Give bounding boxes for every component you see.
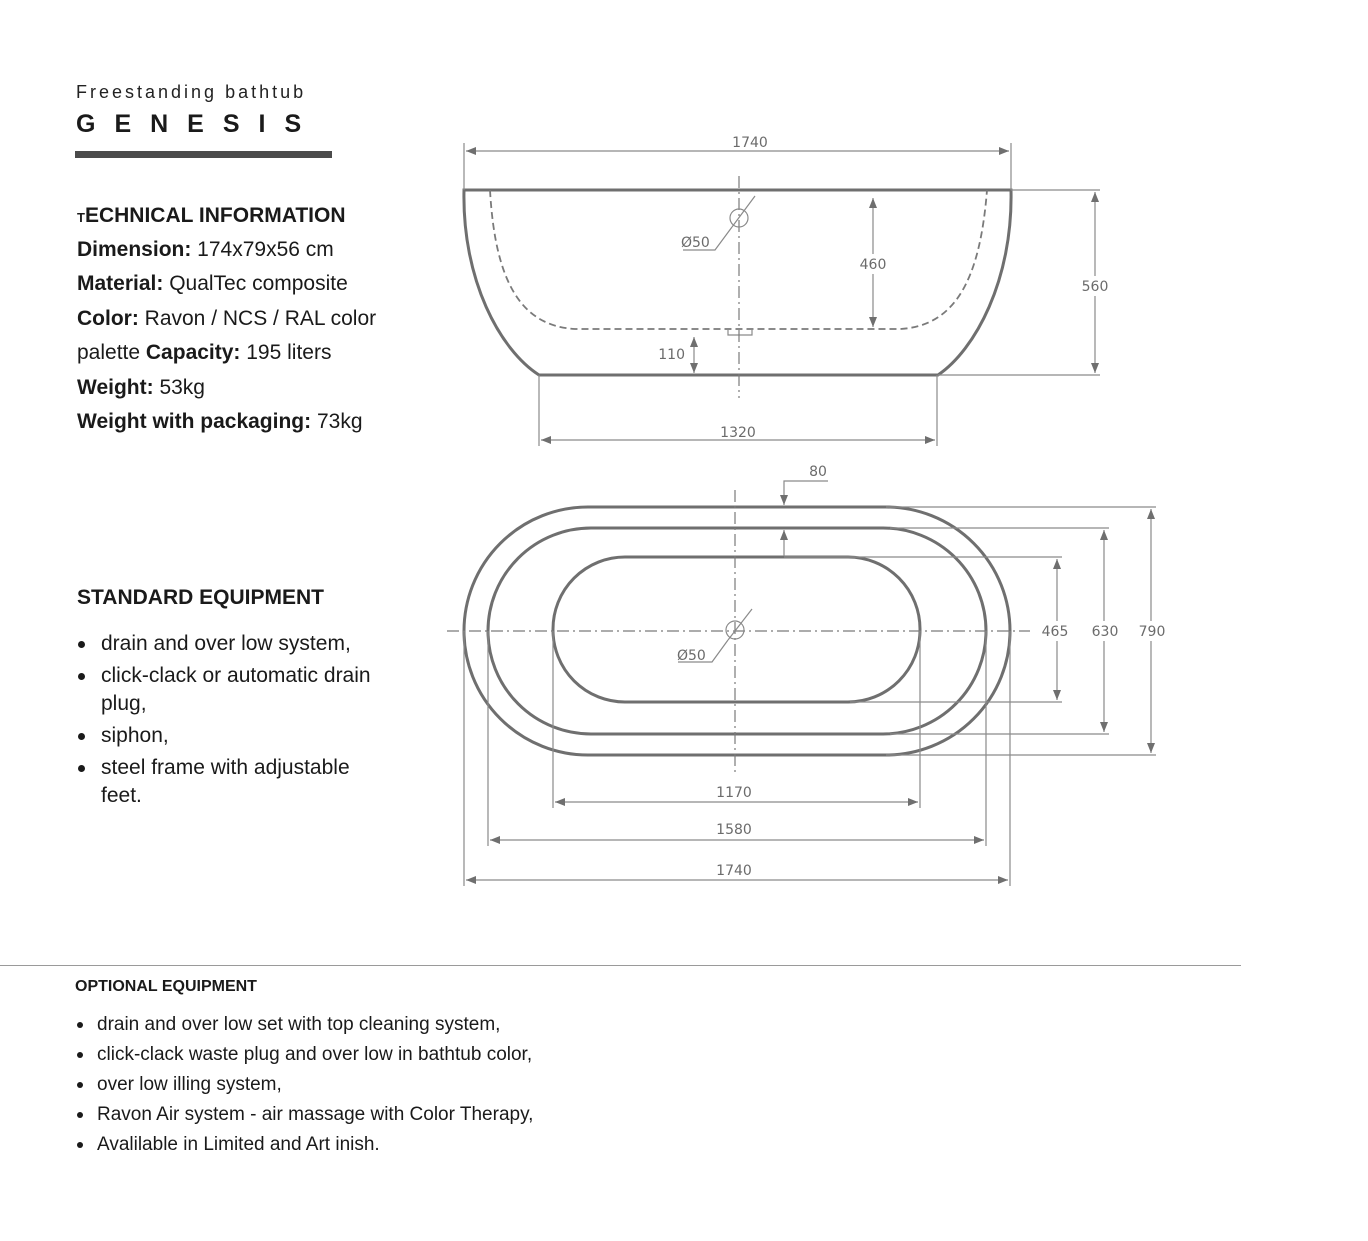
technical-drawing: Ø50 1740 1320 460 560 110 Ø50 <box>447 135 1173 886</box>
top-view-outer-width-bg <box>1131 621 1173 641</box>
standard-equipment: STANDARD EQUIPMENT drain and over low sy… <box>77 584 377 814</box>
optional-equipment: OPTIONAL EQUIPMENT drain and over low se… <box>75 976 775 1160</box>
side-view-inner-depth-bg <box>852 254 896 274</box>
list-item: over low illing system, <box>75 1070 775 1100</box>
top-view: Ø50 80 1170 1580 1740 465 630 790 <box>447 464 1173 886</box>
product-name: GENESIS <box>76 110 321 138</box>
side-view-inner-depth-label: 460 <box>860 257 887 273</box>
weight-value: 53kg <box>153 375 205 399</box>
top-view-mid-width-label: 630 <box>1092 624 1119 640</box>
weight-row: Weight: 53kg <box>77 371 377 405</box>
list-item: steel frame with adjustable feet. <box>77 754 377 810</box>
top-view-drain-leader-base <box>678 639 729 663</box>
top-view-mid-length-label: 1580 <box>716 822 752 838</box>
list-item: Avalilable in Limited and Art inish. <box>75 1130 775 1160</box>
technical-heading-initial: T <box>77 210 85 225</box>
list-item: drain and over low set with top cleaning… <box>75 1010 775 1040</box>
top-view-inner-width-label: 465 <box>1042 624 1069 640</box>
side-view-base-width-label: 1320 <box>720 425 756 441</box>
weight-packaging-value: 73kg <box>311 410 363 434</box>
top-view-rim-leader <box>780 480 828 505</box>
top-view-drain-leader <box>727 608 753 641</box>
top-view-drain-circle <box>725 620 745 640</box>
product-subtitle: Freestanding bathtub <box>76 82 307 102</box>
list-item: click-clack waste plug and over low in b… <box>75 1040 775 1070</box>
side-view-height-bg <box>1074 276 1118 296</box>
list-item: drain and over low system, <box>77 630 377 658</box>
top-view-inner-length-label: 1170 <box>716 785 752 801</box>
dimension-row: Dimension: 174x79x56 cm <box>77 233 377 267</box>
technical-heading-text: ECHNICAL INFORMATION <box>84 204 346 227</box>
weight-packaging-label: Weight with packaging: <box>77 410 312 434</box>
color-value: Ravon / NCS / RAL color palette <box>77 306 377 365</box>
list-item: siphon, <box>77 722 377 750</box>
side-view-top-width-label: 1740 <box>732 135 768 151</box>
side-view-drain-leader <box>731 195 756 228</box>
technical-information: TECHNICAL INFORMATION Dimension: 174x79x… <box>77 201 377 439</box>
standard-equipment-heading: STANDARD EQUIPMENT <box>77 586 324 609</box>
side-view-drain-circle <box>729 208 749 228</box>
side-view-base-height-label: 110 <box>658 347 685 363</box>
optional-equipment-list: drain and over low set with top cleaning… <box>75 1010 775 1160</box>
top-view-outer-length-label: 1740 <box>716 863 752 879</box>
side-view-drain-label: Ø50 <box>681 235 710 251</box>
top-view-inner-basin <box>551 555 922 704</box>
capacity-value: 195 liters <box>240 341 332 365</box>
optional-equipment-heading: OPTIONAL EQUIPMENT <box>75 978 257 995</box>
side-view-drain-recess <box>727 329 753 336</box>
color-capacity-row: Color: Ravon / NCS / RAL color palette C… <box>77 302 377 371</box>
capacity-label: Capacity: <box>145 341 241 365</box>
weight-label: Weight: <box>77 375 154 399</box>
top-view-outer-width-label: 790 <box>1139 624 1166 640</box>
material-value: QualTec composite <box>163 272 348 296</box>
dimension-value: 174x79x56 cm <box>191 238 334 261</box>
color-label: Color: <box>77 306 139 330</box>
top-view-rim-label: 80 <box>809 464 827 480</box>
title-underline <box>75 151 332 158</box>
list-item: click-clack or automatic drain plug, <box>77 662 377 718</box>
top-view-drain-label: Ø50 <box>677 648 706 664</box>
technical-heading: TECHNICAL INFORMATION <box>77 201 377 233</box>
side-view-inner-contour <box>489 189 988 330</box>
top-view-mid-width-bg <box>1084 621 1126 641</box>
side-view-drain-leader-base <box>683 226 733 251</box>
dimension-label: Dimension: <box>77 238 192 261</box>
material-row: Material: QualTec composite <box>77 267 377 301</box>
side-view: Ø50 1740 1320 460 560 110 <box>462 135 1118 446</box>
material-label: Material: <box>77 272 164 296</box>
weight-packaging-row: Weight with packaging: 73kg <box>77 405 377 439</box>
top-view-inner-width-bg <box>1036 621 1078 641</box>
standard-equipment-list: drain and over low system, click-clack o… <box>77 630 377 810</box>
section-divider <box>0 965 1241 966</box>
side-view-outline <box>462 188 1013 377</box>
side-view-height-label: 560 <box>1082 279 1109 295</box>
list-item: Ravon Air system - air massage with Colo… <box>75 1100 775 1130</box>
